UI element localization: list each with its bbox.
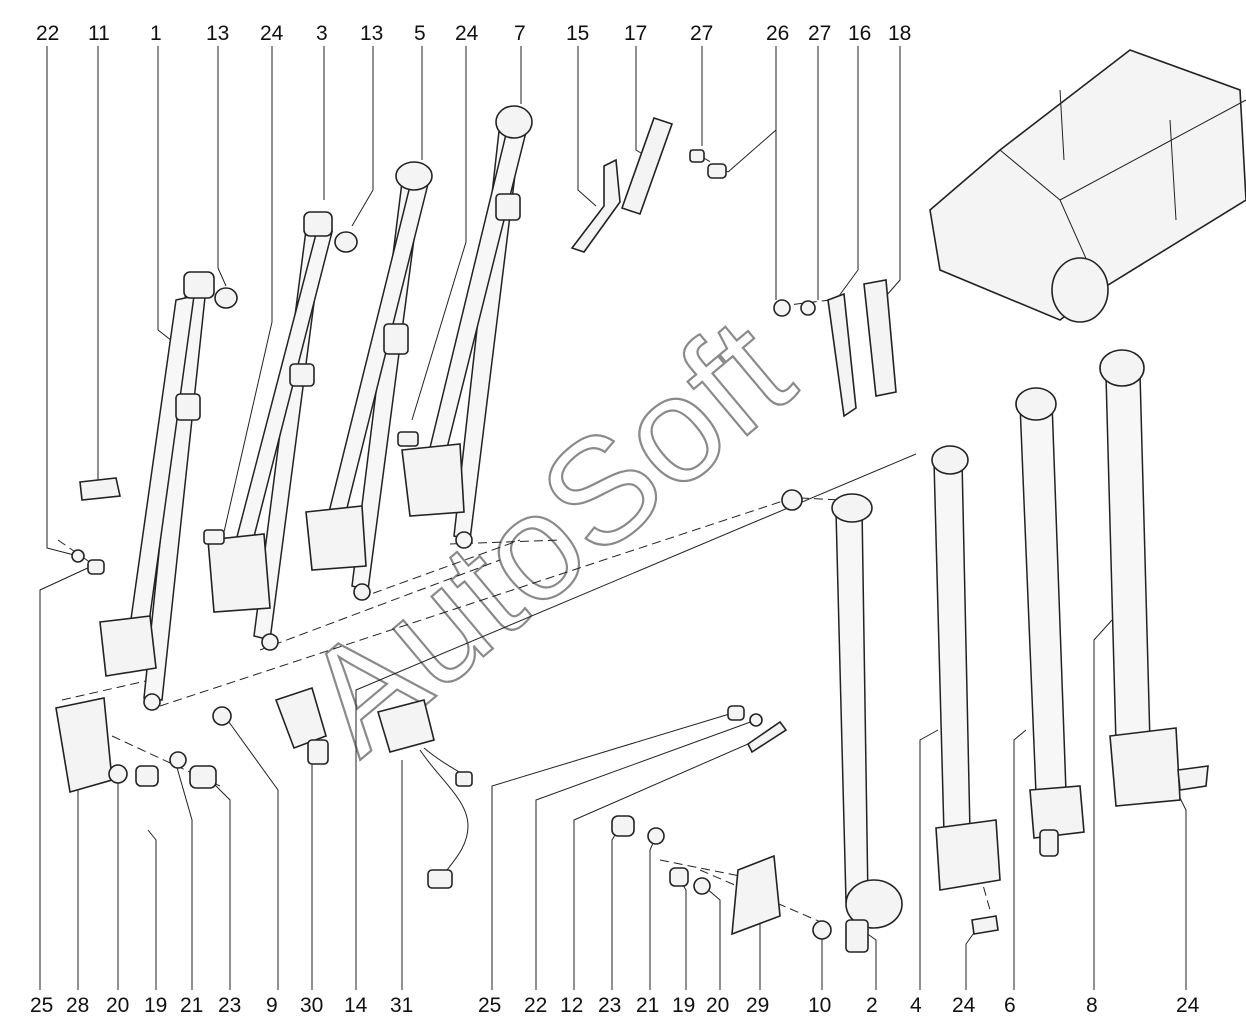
callout-bottom-15: 19 — [672, 994, 695, 1017]
callout-bottom-20: 4 — [910, 994, 922, 1017]
callout-bottom-22: 6 — [1004, 994, 1016, 1017]
upper-mount-brackets — [570, 116, 727, 253]
callout-top-11: 17 — [624, 22, 647, 45]
callout-bottom-11: 22 — [524, 994, 547, 1017]
seat-belt-rear-left — [305, 161, 433, 601]
callout-bottom-10: 25 — [478, 994, 501, 1017]
callout-bottom-12: 12 — [560, 994, 583, 1017]
callout-bottom-13: 23 — [598, 994, 621, 1017]
callout-top-6: 13 — [360, 22, 383, 45]
callout-top-12: 27 — [690, 22, 713, 45]
seat-belt-front-left — [99, 271, 215, 711]
callout-top-9: 7 — [514, 22, 526, 45]
seat-belt-rear-right — [397, 105, 533, 549]
callout-bottom-0: 25 — [30, 994, 53, 1017]
callout-top-3: 13 — [206, 22, 229, 45]
callout-top-8: 24 — [455, 22, 479, 45]
callout-top-10: 15 — [566, 22, 589, 45]
callout-top-13: 26 — [766, 22, 789, 45]
leader-lines — [39, 46, 1187, 990]
callout-bottom-1: 28 — [66, 994, 89, 1017]
callout-bottom-21: 24 — [952, 994, 976, 1017]
callout-bottom-8: 14 — [344, 994, 368, 1017]
callout-bottom-16: 20 — [706, 994, 729, 1017]
top-callout-labels: 22 11 1 13 24 3 13 5 24 7 15 17 27 26 27… — [36, 22, 911, 45]
callout-top-2: 1 — [150, 22, 162, 45]
seat-belt-center — [781, 489, 903, 953]
seat-belt-front-right — [203, 211, 333, 651]
side-mount-brackets — [773, 279, 897, 418]
callout-top-1: 11 — [88, 22, 110, 45]
callout-bottom-18: 10 — [808, 994, 831, 1017]
callout-bottom-9: 31 — [390, 994, 413, 1017]
callout-top-16: 18 — [888, 22, 911, 45]
callout-top-0: 22 — [36, 22, 59, 45]
bottom-callout-labels: 25 28 20 19 21 23 9 30 14 31 25 22 12 23… — [30, 994, 1200, 1017]
callout-bottom-19: 2 — [866, 994, 878, 1017]
callout-bottom-7: 30 — [300, 994, 323, 1017]
car-location-sketch — [929, 49, 1246, 323]
callout-bottom-23: 8 — [1086, 994, 1098, 1017]
callout-top-7: 5 — [414, 22, 426, 45]
callout-bottom-3: 19 — [144, 994, 167, 1017]
lower-anchor-hardware — [55, 477, 832, 940]
callout-bottom-17: 29 — [746, 994, 769, 1017]
seat-belt-rear-center — [931, 445, 1001, 935]
callout-bottom-2: 20 — [106, 994, 129, 1017]
part-13-cap — [214, 287, 238, 309]
callout-top-15: 16 — [848, 22, 871, 45]
callout-bottom-5: 23 — [218, 994, 241, 1017]
part-13-cap-2 — [334, 231, 358, 253]
callout-bottom-6: 9 — [266, 994, 278, 1017]
belt-buckles — [274, 686, 473, 889]
callout-top-5: 3 — [316, 22, 328, 45]
callout-top-14: 27 — [808, 22, 831, 45]
callout-bottom-4: 21 — [180, 994, 203, 1017]
callout-top-4: 24 — [260, 22, 284, 45]
seat-belt-rear-outer-left — [1015, 387, 1085, 857]
callout-bottom-14: 21 — [636, 994, 659, 1017]
callout-bottom-24: 24 — [1176, 994, 1200, 1017]
seat-belt-rear-outer-right — [1099, 349, 1209, 807]
